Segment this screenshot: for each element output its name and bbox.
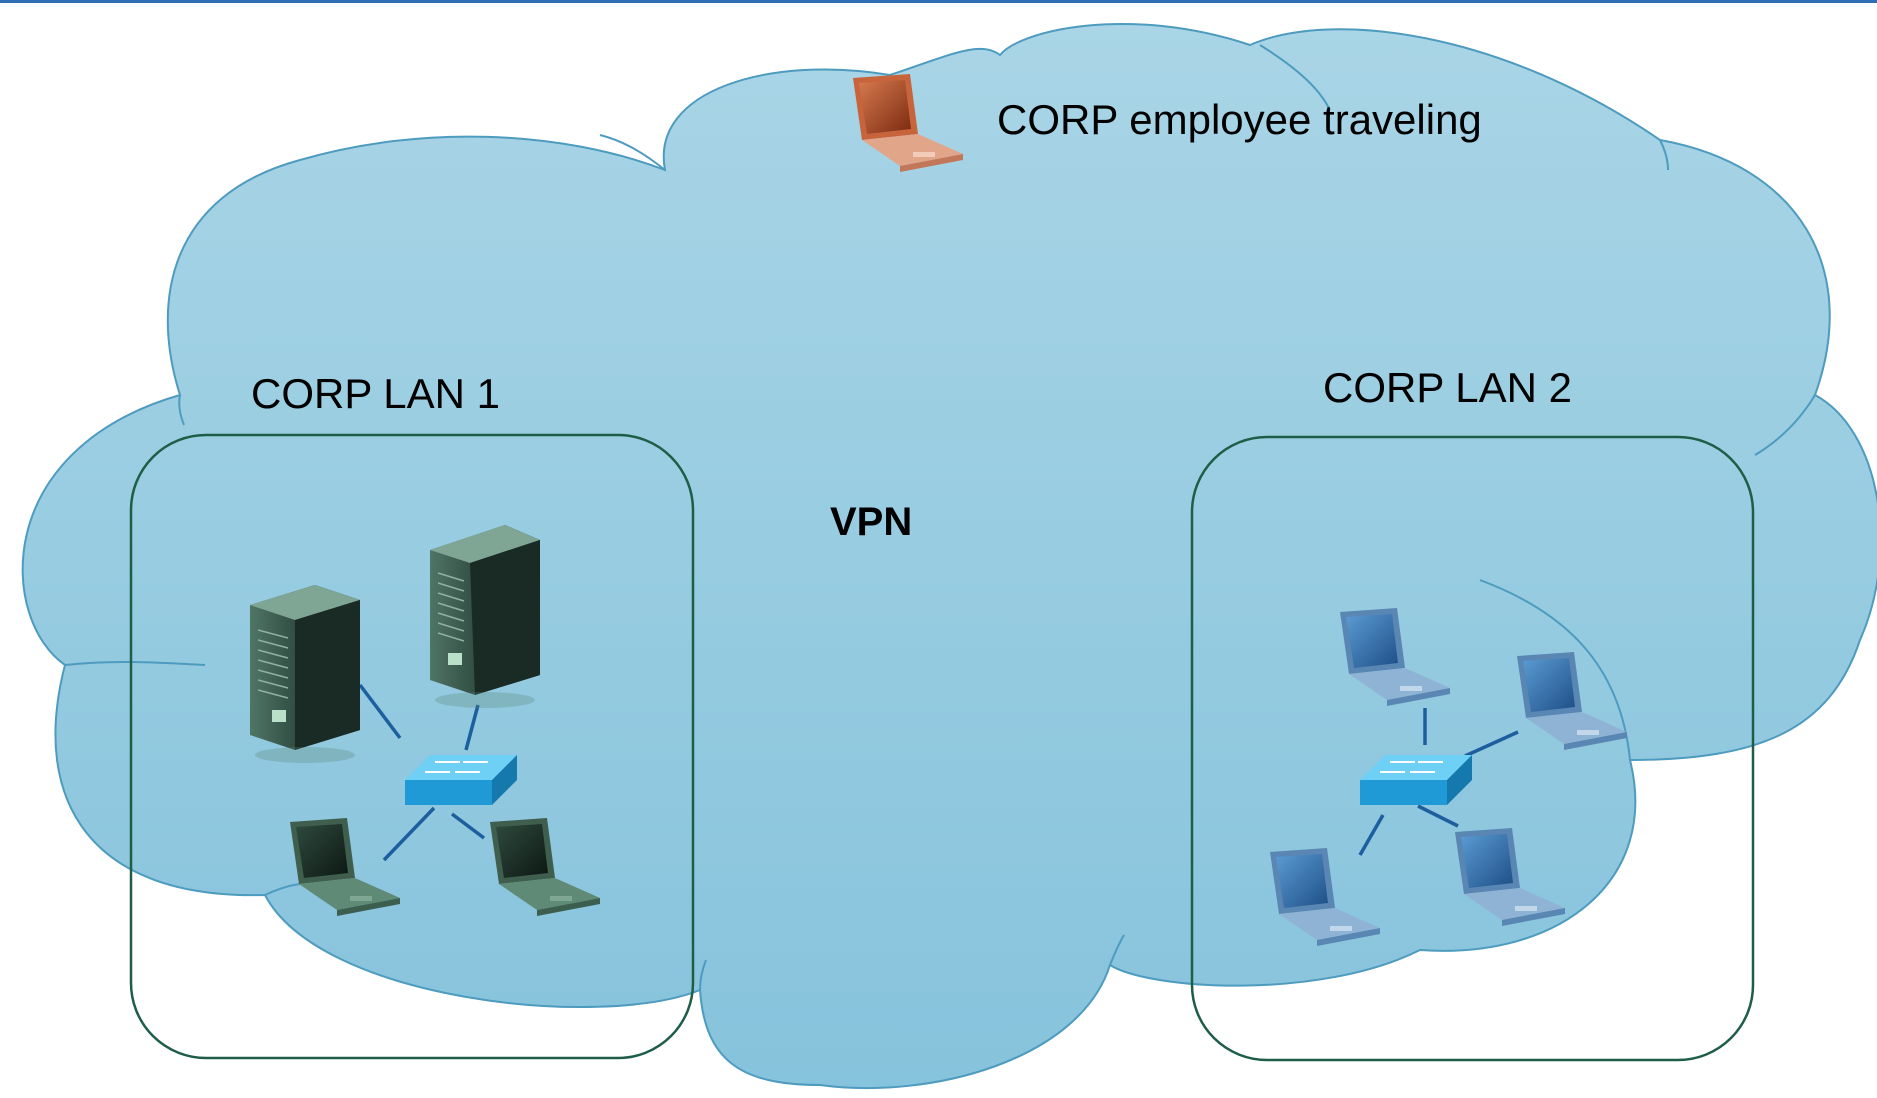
server-icon (250, 585, 360, 763)
lan2-label: CORP LAN 2 (1323, 364, 1572, 411)
top-accent-bar (0, 0, 1877, 3)
switch-icon (405, 755, 517, 805)
lan1-links (358, 683, 486, 862)
laptop-icon (1270, 848, 1380, 946)
laptop-icon (290, 818, 400, 916)
traveler-label: CORP employee traveling (997, 96, 1482, 143)
lan2-links (1358, 708, 1519, 856)
laptop-icon (1455, 828, 1565, 926)
switch-icon (1360, 755, 1472, 805)
laptop-icon (1340, 608, 1450, 706)
traveler-laptop-icon (853, 74, 963, 172)
lan1-label: CORP LAN 1 (251, 370, 500, 417)
vpn-label: VPN (830, 500, 913, 544)
vpn-cloud (21, 23, 1877, 1090)
lan2-box (1190, 435, 1755, 1062)
lan1-box (129, 433, 695, 1060)
laptop-icon (1517, 652, 1627, 750)
server-icon (430, 525, 540, 708)
laptop-icon (490, 818, 600, 916)
